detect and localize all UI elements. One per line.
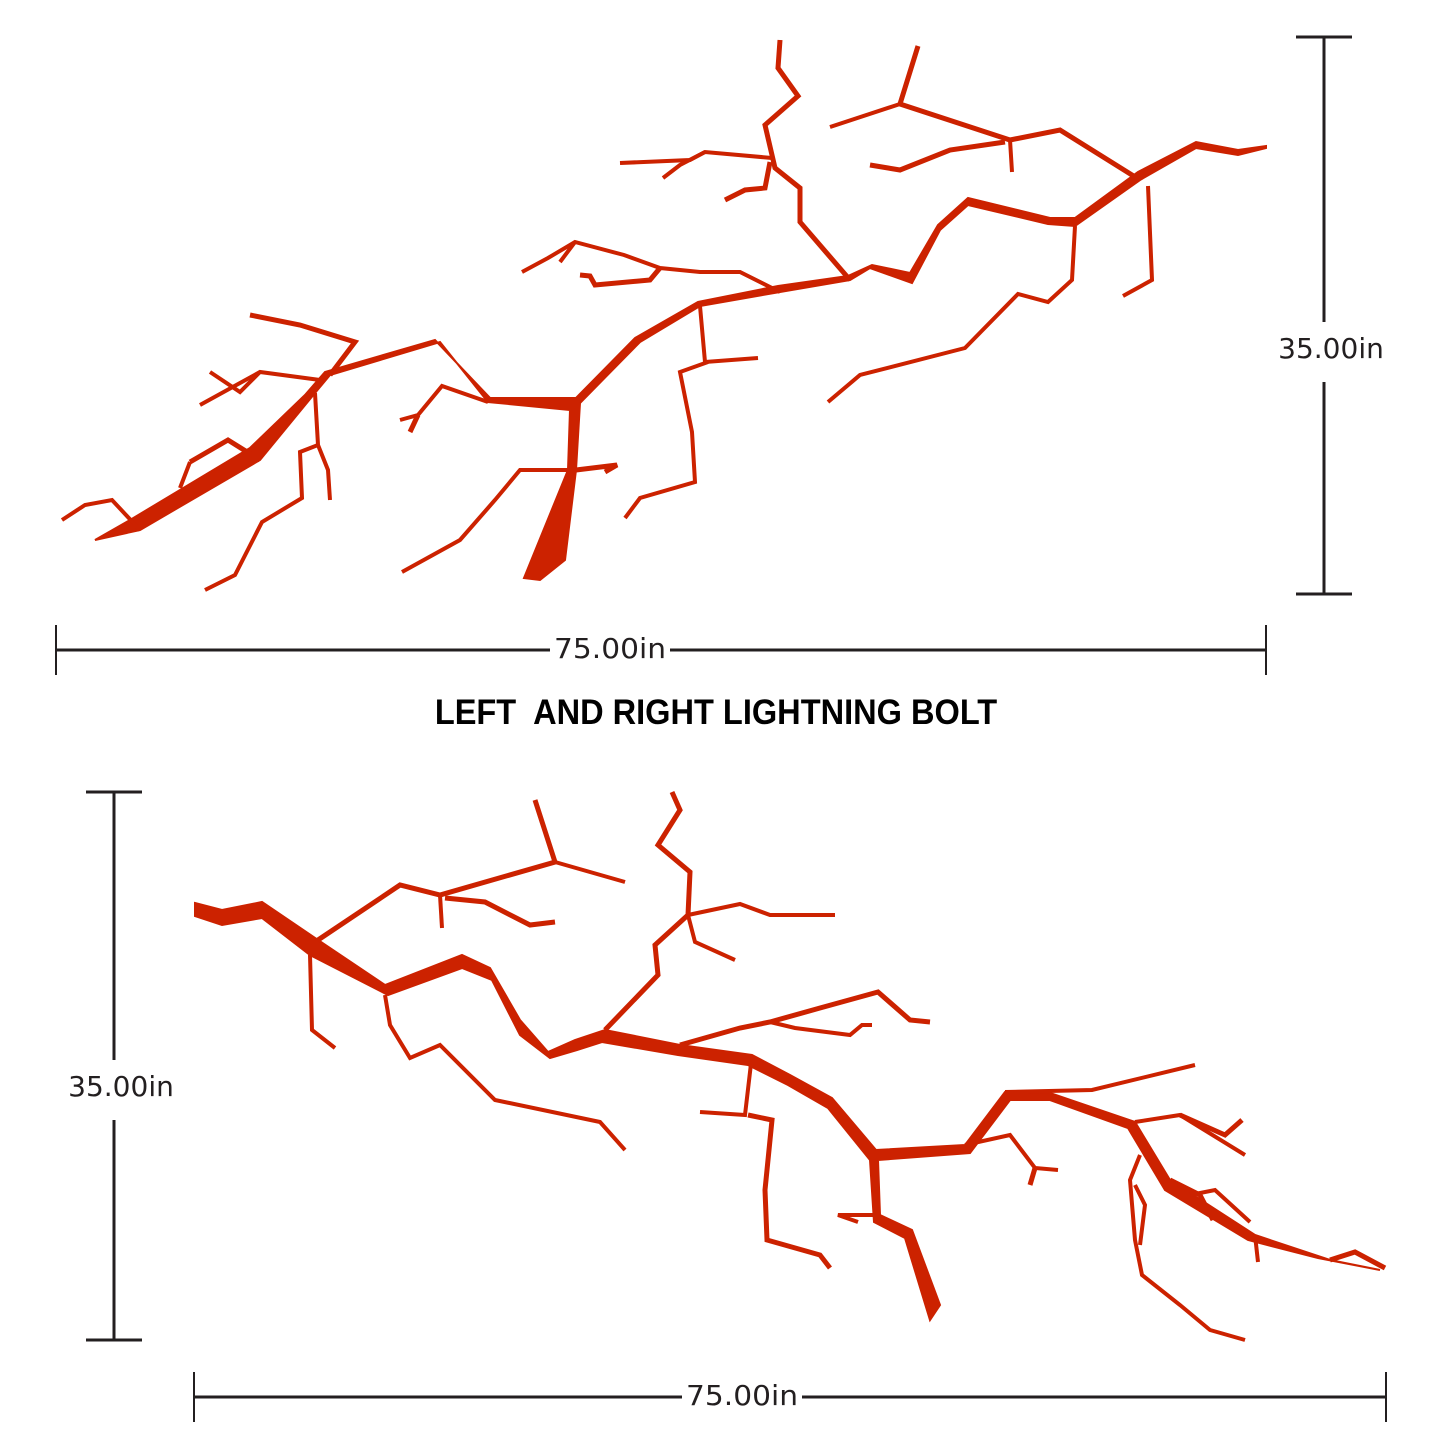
- bolt-branch: [698, 305, 759, 365]
- bolt-branch: [1127, 1154, 1246, 1342]
- bolt-branch: [829, 102, 901, 129]
- width-dimension: 75.00in: [55, 625, 1267, 675]
- height-label: 35.00in: [68, 1070, 174, 1103]
- bolt-branch: [679, 989, 931, 1048]
- bolt-trunk: [94, 140, 1267, 582]
- bolt-branch: [308, 954, 337, 1050]
- bolt-branch: [1004, 1063, 1196, 1094]
- width-dimension: 75.00in: [193, 1372, 1387, 1422]
- bolt-branch: [178, 461, 192, 489]
- bolt-branch: [1027, 1167, 1038, 1186]
- bolt-branch: [826, 225, 1077, 404]
- height-dimension: 35.00in: [1278, 35, 1384, 596]
- bolt-branch: [1008, 139, 1014, 173]
- bolt-branch: [1329, 1249, 1387, 1271]
- height-label: 35.00in: [1278, 332, 1384, 365]
- bolt-branch: [60, 497, 142, 532]
- bolt-branch: [399, 383, 489, 422]
- bolt-branch: [964, 1132, 1059, 1172]
- bolt-branch: [188, 437, 262, 465]
- bolt-branch: [554, 860, 626, 884]
- bolt-branch: [204, 443, 319, 592]
- bolt-branch: [579, 266, 662, 288]
- bolt-branch: [444, 895, 556, 928]
- bolt-branch: [1178, 1112, 1244, 1138]
- width-label: 75.00in: [554, 632, 666, 665]
- bolt-branches: [60, 39, 1155, 592]
- bolt-branch: [1189, 1187, 1252, 1224]
- bolt-branch: [723, 161, 773, 203]
- bolt-branch: [401, 468, 572, 574]
- bolt-branch: [896, 45, 1142, 183]
- bolt-branch: [762, 39, 852, 282]
- bolt-graphic: [194, 790, 1387, 1342]
- bolt-branch: [619, 150, 706, 165]
- page-title: LEFT AND RIGHT LIGHTNING BOLT: [434, 693, 998, 732]
- bolt-branches: [308, 790, 1387, 1342]
- height-dimension: 35.00in: [68, 790, 174, 1342]
- bolt-branch: [603, 790, 693, 1032]
- bolt-branch: [699, 1054, 754, 1118]
- bolt-graphic: [60, 39, 1267, 592]
- right-lightning-bolt: 35.00in 75.00in: [55, 35, 1384, 675]
- bolt-branch: [407, 413, 421, 434]
- bolt-branch: [208, 370, 262, 395]
- bolt-branch: [1122, 185, 1155, 298]
- bolt-branch: [661, 149, 773, 180]
- bolt-branch: [1253, 1234, 1260, 1263]
- bolt-branch: [438, 894, 444, 929]
- bolt-branch: [769, 1020, 872, 1038]
- bolt-branch: [747, 1112, 832, 1270]
- bolt-branch: [558, 240, 577, 264]
- bolt-branch: [575, 462, 619, 475]
- bolt-branch: [521, 239, 781, 294]
- width-label: 75.00in: [686, 1379, 798, 1412]
- bolt-branch: [686, 914, 736, 962]
- bolt-branch: [687, 901, 835, 917]
- bolt-branch: [623, 360, 709, 520]
- bolt-branch: [837, 1213, 880, 1224]
- bolt-branch: [869, 139, 1006, 173]
- bolt-branch: [249, 312, 360, 377]
- left-lightning-bolt: 35.00in 75.00in: [68, 790, 1387, 1422]
- bolt-branch: [1133, 1184, 1148, 1246]
- bolt-branch: [383, 994, 627, 1152]
- bolt-trunk: [194, 900, 1381, 1323]
- bolt-branch: [313, 392, 332, 501]
